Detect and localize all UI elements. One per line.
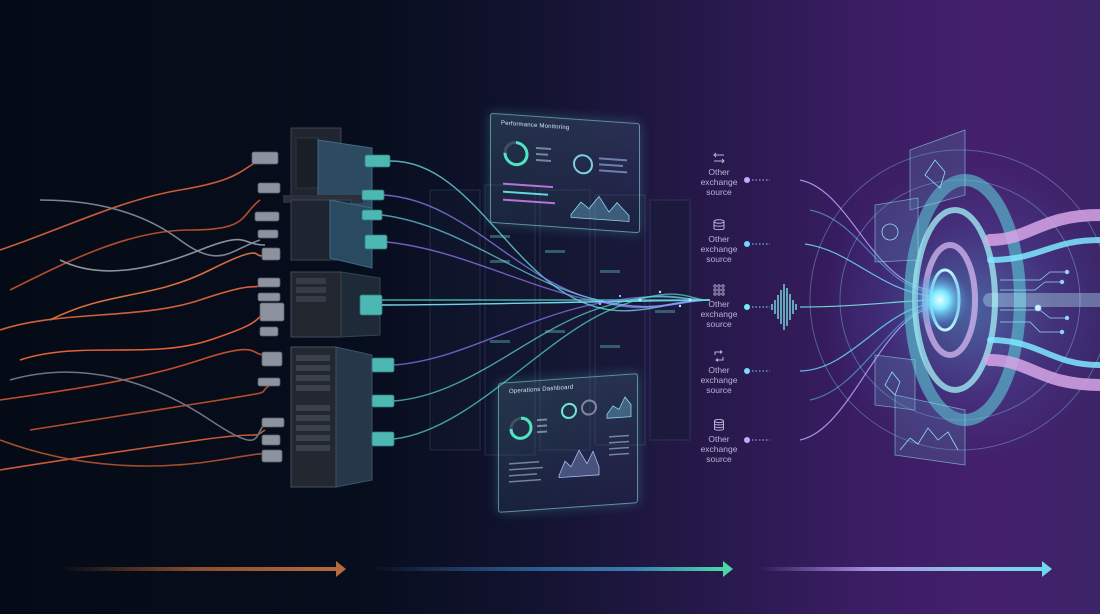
database-icon [713, 219, 725, 231]
gauge-ring [503, 141, 529, 167]
source-label-line3: source [706, 319, 732, 329]
source-label-line3: source [706, 454, 732, 464]
waveform-row-2 [744, 224, 803, 264]
sync-arrows-icon [714, 350, 724, 362]
exchange-source: Other exchange source [684, 419, 754, 464]
source-label-line1: Other [708, 299, 730, 309]
source-label-line3: source [706, 187, 732, 197]
flow-arrow-raw-input [60, 561, 346, 577]
arrow-head-icon [1042, 561, 1052, 577]
arrow-head-icon [336, 561, 346, 577]
database-stack-icon [714, 419, 724, 431]
waveform-row-4 [744, 352, 797, 390]
dashboard-widgets [503, 141, 630, 222]
source-label-line2: exchange [700, 309, 738, 319]
source-label-line1: Other [708, 365, 730, 375]
waveform-row-5 [744, 418, 797, 462]
source-label-line2: exchange [700, 244, 738, 254]
source-label-line2: exchange [700, 375, 738, 385]
source-label-line1: Other [708, 434, 730, 444]
waveform-row-1 [744, 160, 797, 200]
waveform-row-3 [744, 284, 797, 330]
source-label-line2: exchange [700, 444, 738, 454]
source-label-line2: exchange [700, 177, 738, 187]
dashboard-widgets [509, 396, 632, 483]
grid-dots-icon [713, 284, 725, 296]
source-label-line1: Other [708, 167, 730, 177]
operations-dashboard: Operations Dashboard [498, 373, 638, 513]
source-label-line3: source [706, 385, 732, 395]
arrows-exchange-icon [713, 152, 725, 164]
arrow-head-icon [723, 561, 733, 577]
exchange-source: Other exchange source [684, 350, 754, 395]
performance-monitoring-dashboard: Performance Monitoring [490, 112, 640, 234]
exchange-source: Other exchange source [684, 152, 754, 197]
source-label-line3: source [706, 254, 732, 264]
exchange-source: Other exchange source [684, 219, 754, 264]
source-label-line1: Other [708, 234, 730, 244]
flow-arrow-processing [370, 561, 733, 577]
flow-arrow-output [760, 561, 1052, 577]
exchange-source: Other exchange source [684, 284, 754, 329]
